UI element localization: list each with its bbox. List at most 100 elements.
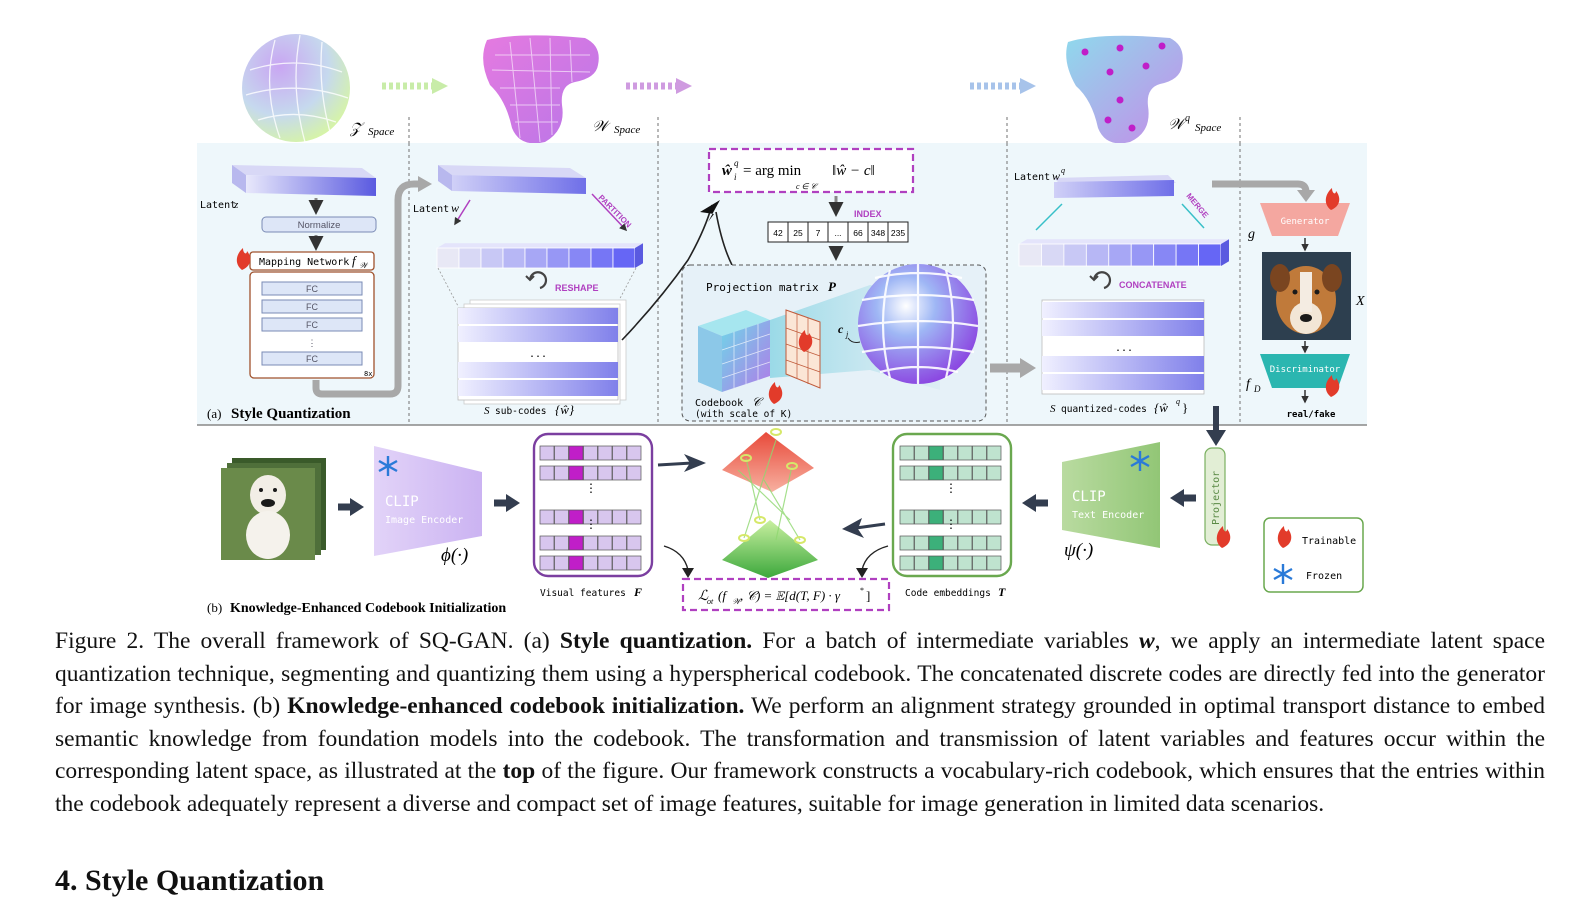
quant-label: quantized-codes <box>1061 404 1147 415</box>
feature-cell <box>554 445 569 461</box>
fire-icon <box>768 382 783 404</box>
legend-frozen: Frozen <box>1306 571 1342 582</box>
caption-text-2: , we apply an intermediate latent space … <box>55 628 1545 719</box>
panel-b-label: Knowledge-Enhanced Codebook Initializati… <box>230 601 506 616</box>
feature-cell <box>914 465 929 481</box>
feature-cell <box>626 465 642 481</box>
feature-cell <box>899 445 915 461</box>
fc-layer-label: ⋮ <box>308 338 317 348</box>
feature-cell <box>943 465 958 481</box>
fire-icon <box>236 248 251 270</box>
clip-image-sub: Image Encoder <box>385 515 463 526</box>
w-space-suffix: Space <box>614 124 640 136</box>
feature-cell <box>597 445 613 461</box>
discriminator-sub: D <box>1253 384 1261 394</box>
panel-a-label-prefix: (a) <box>207 406 221 421</box>
caption-text-1: For a batch of intermediate variables <box>752 628 1139 654</box>
latent-segment <box>1085 243 1110 267</box>
z-space-suffix: Space <box>368 126 394 138</box>
feature-cell <box>612 555 627 571</box>
arrow-w-to-projection <box>626 78 692 94</box>
argmin-lhs: ŵ <box>721 163 732 179</box>
feature-cell <box>928 555 944 571</box>
cj-symbol: c <box>838 322 844 336</box>
feature-cell <box>914 535 929 551</box>
clip-text-sub: Text Encoder <box>1072 510 1144 521</box>
quant-ellipsis: ... <box>1115 343 1133 354</box>
feature-cell <box>568 465 584 481</box>
generator-symbol: g <box>1248 227 1255 242</box>
wq-space-symbol: 𝒲 <box>1168 117 1187 133</box>
latent-segment <box>546 247 570 269</box>
feature-cell <box>957 535 973 551</box>
normalize-box <box>261 216 377 233</box>
latent-segment <box>524 247 548 269</box>
feature-cell <box>986 465 1002 481</box>
quant-s: S <box>1050 403 1056 415</box>
generator-block <box>1260 203 1350 236</box>
fc-layer-label: FC <box>306 284 318 294</box>
fc-layer-label: FC <box>306 320 318 330</box>
projector-block <box>1204 447 1226 546</box>
argmin-sup: q <box>734 158 739 168</box>
index-value: 7 <box>816 228 821 238</box>
wq-space-sup: q <box>1185 113 1190 124</box>
ot-loss-box <box>681 577 891 612</box>
caption-bold-1: Style quantization. <box>559 628 753 654</box>
index-value: 66 <box>853 228 863 238</box>
visual-features-label: Visual features <box>540 588 626 599</box>
feature-cell <box>626 535 642 551</box>
feature-cell <box>957 509 973 525</box>
normalize-label: Normalize <box>298 220 341 231</box>
feature-cell <box>899 535 915 551</box>
feature-cell <box>539 535 555 551</box>
z-space-symbol: 𝒵 <box>349 121 365 137</box>
latent-wq-symbol: w <box>1052 169 1060 183</box>
feature-cell <box>568 509 584 525</box>
feature-cell <box>554 465 569 481</box>
index-value: ... <box>834 228 841 238</box>
index-value: 42 <box>773 228 783 238</box>
argmin-rhs: ‖ŵ − c‖ <box>832 163 875 179</box>
feature-cell <box>597 555 613 571</box>
latent-segment <box>436 247 460 269</box>
feature-cell <box>972 555 987 571</box>
loss-args: (f <box>718 588 728 603</box>
fc-layer <box>261 299 363 314</box>
snowflake-icon <box>378 456 398 476</box>
feature-cell <box>914 555 929 571</box>
image-x-symbol: X <box>1355 294 1365 309</box>
loss-rest: , 𝒞) = 𝔼[d(T, F) · γ <box>740 588 841 603</box>
w-space-shape <box>483 35 599 144</box>
latent-segment <box>590 247 614 269</box>
index-label: INDEX <box>854 209 882 219</box>
feature-cell <box>914 445 929 461</box>
index-value: 25 <box>793 228 803 238</box>
feature-cell <box>539 509 555 525</box>
feature-cell <box>972 445 987 461</box>
z-space-sphere <box>242 34 350 143</box>
panel-b-label-prefix: (b) <box>207 600 222 615</box>
loss-symbol: ℒ <box>698 589 709 604</box>
visual-features-grid: ⋮⋮ <box>539 445 642 571</box>
feature-cell <box>583 465 598 481</box>
feature-cell <box>899 465 915 481</box>
feature-cell <box>612 465 627 481</box>
mapping-network-symbol: f <box>352 253 358 268</box>
feature-cell <box>986 535 1002 551</box>
arrow-subcodes-to-argmin <box>621 204 713 341</box>
discriminator-block <box>1260 354 1350 388</box>
subcodes-ellipsis: ... <box>529 349 547 360</box>
feature-cell <box>899 555 915 571</box>
feature-cell <box>914 509 929 525</box>
legend-snowflake-icon <box>1273 564 1293 584</box>
feature-cell <box>626 445 642 461</box>
fire-icon <box>1325 188 1340 210</box>
latent-segment <box>612 247 636 269</box>
mapping-repeat-label: 8x <box>364 370 372 378</box>
latent-segment <box>1018 243 1042 267</box>
input-dog-images <box>221 458 326 560</box>
projection-grid <box>785 309 821 389</box>
reshape-icon <box>525 271 548 290</box>
feature-cell <box>583 535 598 551</box>
